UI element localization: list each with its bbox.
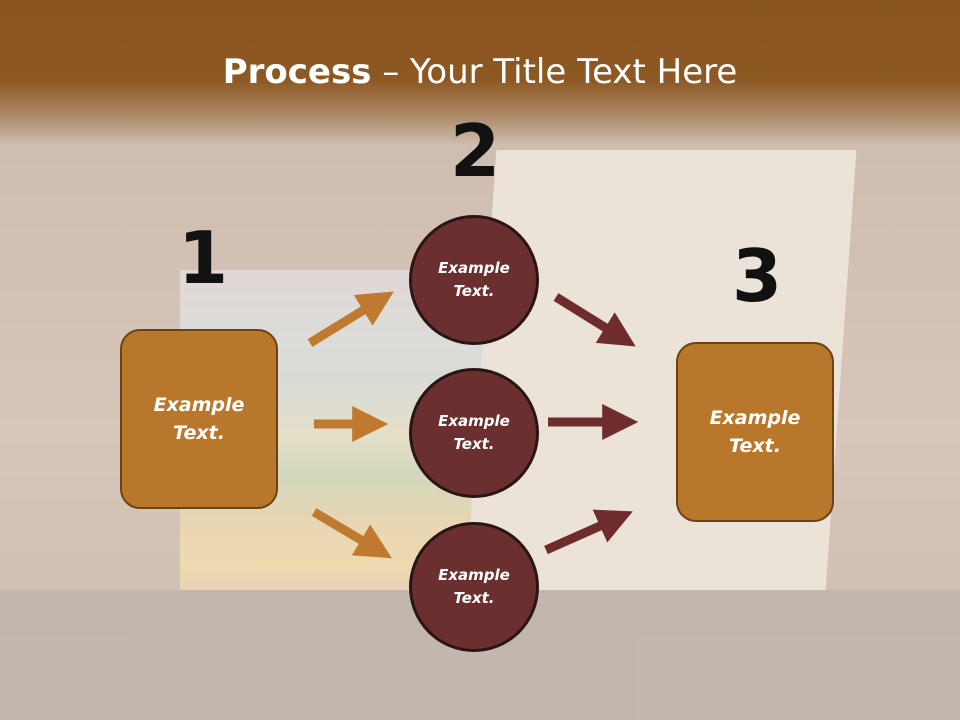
arrow-bottom-to-3 [544,509,633,555]
step-1-box-line2: Text. [173,422,225,444]
circle-middle-line1: Example [438,412,510,430]
circle-middle-line2: Text. [453,435,495,453]
circle-top-line1: Example [438,259,510,277]
title-band [0,0,960,145]
slide-title: Process – Your Title Text Here [0,52,960,92]
step-number-3: 3 [732,234,783,318]
step-3-box-line1: Example [709,407,801,429]
arrow-1-to-bottom [311,508,392,559]
step-number-1: 1 [178,216,229,300]
step-2-circle-bottom: Example Text. [409,522,539,652]
step-1-box: Example Text. [120,329,278,509]
arrow-top-to-3 [553,293,636,347]
slide-title-rest: – Your Title Text Here [371,52,738,92]
step-3-box-line2: Text. [729,435,781,457]
step-number-2: 2 [450,109,501,193]
circle-bottom-line2: Text. [453,589,495,607]
circle-bottom-line1: Example [438,566,510,584]
step-3-box: Example Text. [676,342,834,522]
arrow-1-to-top [307,291,394,347]
step-1-box-line1: Example [153,394,245,416]
circle-top-line2: Text. [453,282,495,300]
step-2-circle-top: Example Text. [409,215,539,345]
step-2-circle-middle: Example Text. [409,368,539,498]
slide-title-bold: Process [222,52,372,92]
